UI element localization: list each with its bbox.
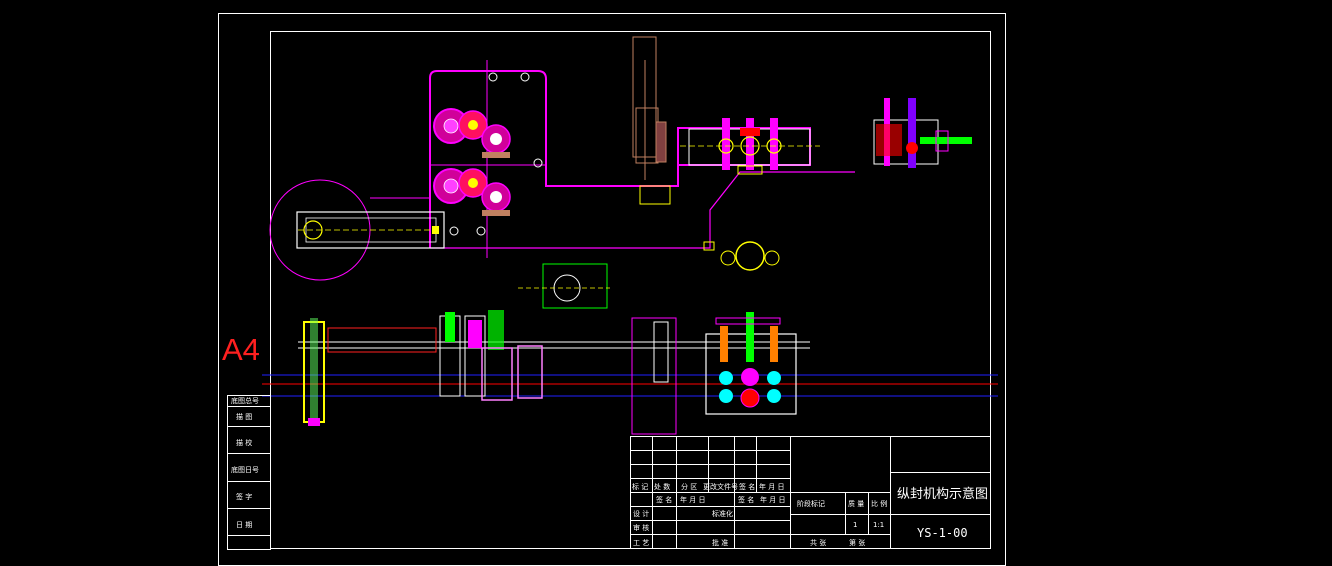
drawing-number: YS-1-00 xyxy=(917,526,968,540)
tb-row2-col2: 年 月 日 xyxy=(680,495,705,504)
roller-group-top xyxy=(433,108,511,158)
sheet-size-label: A4 xyxy=(222,332,260,367)
drawing-title: 纵封机构示意图 xyxy=(897,486,988,502)
tb-designer: 设 计 xyxy=(633,509,649,518)
vertical-column xyxy=(632,36,671,205)
roller-group-bottom xyxy=(433,168,511,216)
center-gear xyxy=(703,241,780,271)
tb-approve: 批 准 xyxy=(712,538,728,547)
upper-roller-assembly xyxy=(429,60,855,258)
motor-box xyxy=(518,263,610,309)
tb-scale-value: 1:1 xyxy=(873,521,884,529)
tb-scale-label: 比 例 xyxy=(871,499,887,508)
tb-row1-col5: 签 名 xyxy=(739,482,755,491)
side-row-2: 描 图 xyxy=(236,412,252,421)
lower-front-view xyxy=(262,310,998,435)
outer-sheet-border xyxy=(218,13,1006,566)
title-block-grid xyxy=(630,436,991,549)
tb-audit: 审 核 xyxy=(633,523,649,532)
side-row-4: 底图日号 xyxy=(231,465,259,474)
side-row-3: 描 校 xyxy=(236,438,252,447)
tb-row2-col3: 签 名 xyxy=(738,495,754,504)
tb-sheet-no: 第 张 xyxy=(849,538,865,547)
tb-quantity: 1 xyxy=(853,521,857,529)
left-arm-with-circle xyxy=(269,179,445,281)
tb-standardization: 标准化 xyxy=(712,509,733,518)
upper-gearbox xyxy=(680,118,820,175)
tb-row1-col2: 处 数 xyxy=(654,482,670,491)
tb-stage-mark: 阶段标记 xyxy=(797,499,825,508)
right-gear-unit xyxy=(873,98,972,168)
side-revision-table xyxy=(227,395,271,550)
tb-row1-col3: 分 区 xyxy=(681,482,697,491)
side-row-6: 日 期 xyxy=(236,521,252,529)
tb-weight: 质 量 xyxy=(848,499,864,508)
tb-row2-col4: 年 月 日 xyxy=(760,495,785,504)
side-row-5: 签 字 xyxy=(236,492,252,501)
side-row-1: 底图总号 xyxy=(231,396,259,405)
tb-row1-col6: 年 月 日 xyxy=(759,482,784,491)
tb-row1-col4: 更改文件号 xyxy=(703,482,738,491)
tb-process: 工 艺 xyxy=(633,539,649,547)
tb-sheets-total: 共 张 xyxy=(810,538,826,547)
tb-row1-col1: 标 记 xyxy=(632,482,648,491)
tb-row2-col1: 签 名 xyxy=(656,495,672,504)
